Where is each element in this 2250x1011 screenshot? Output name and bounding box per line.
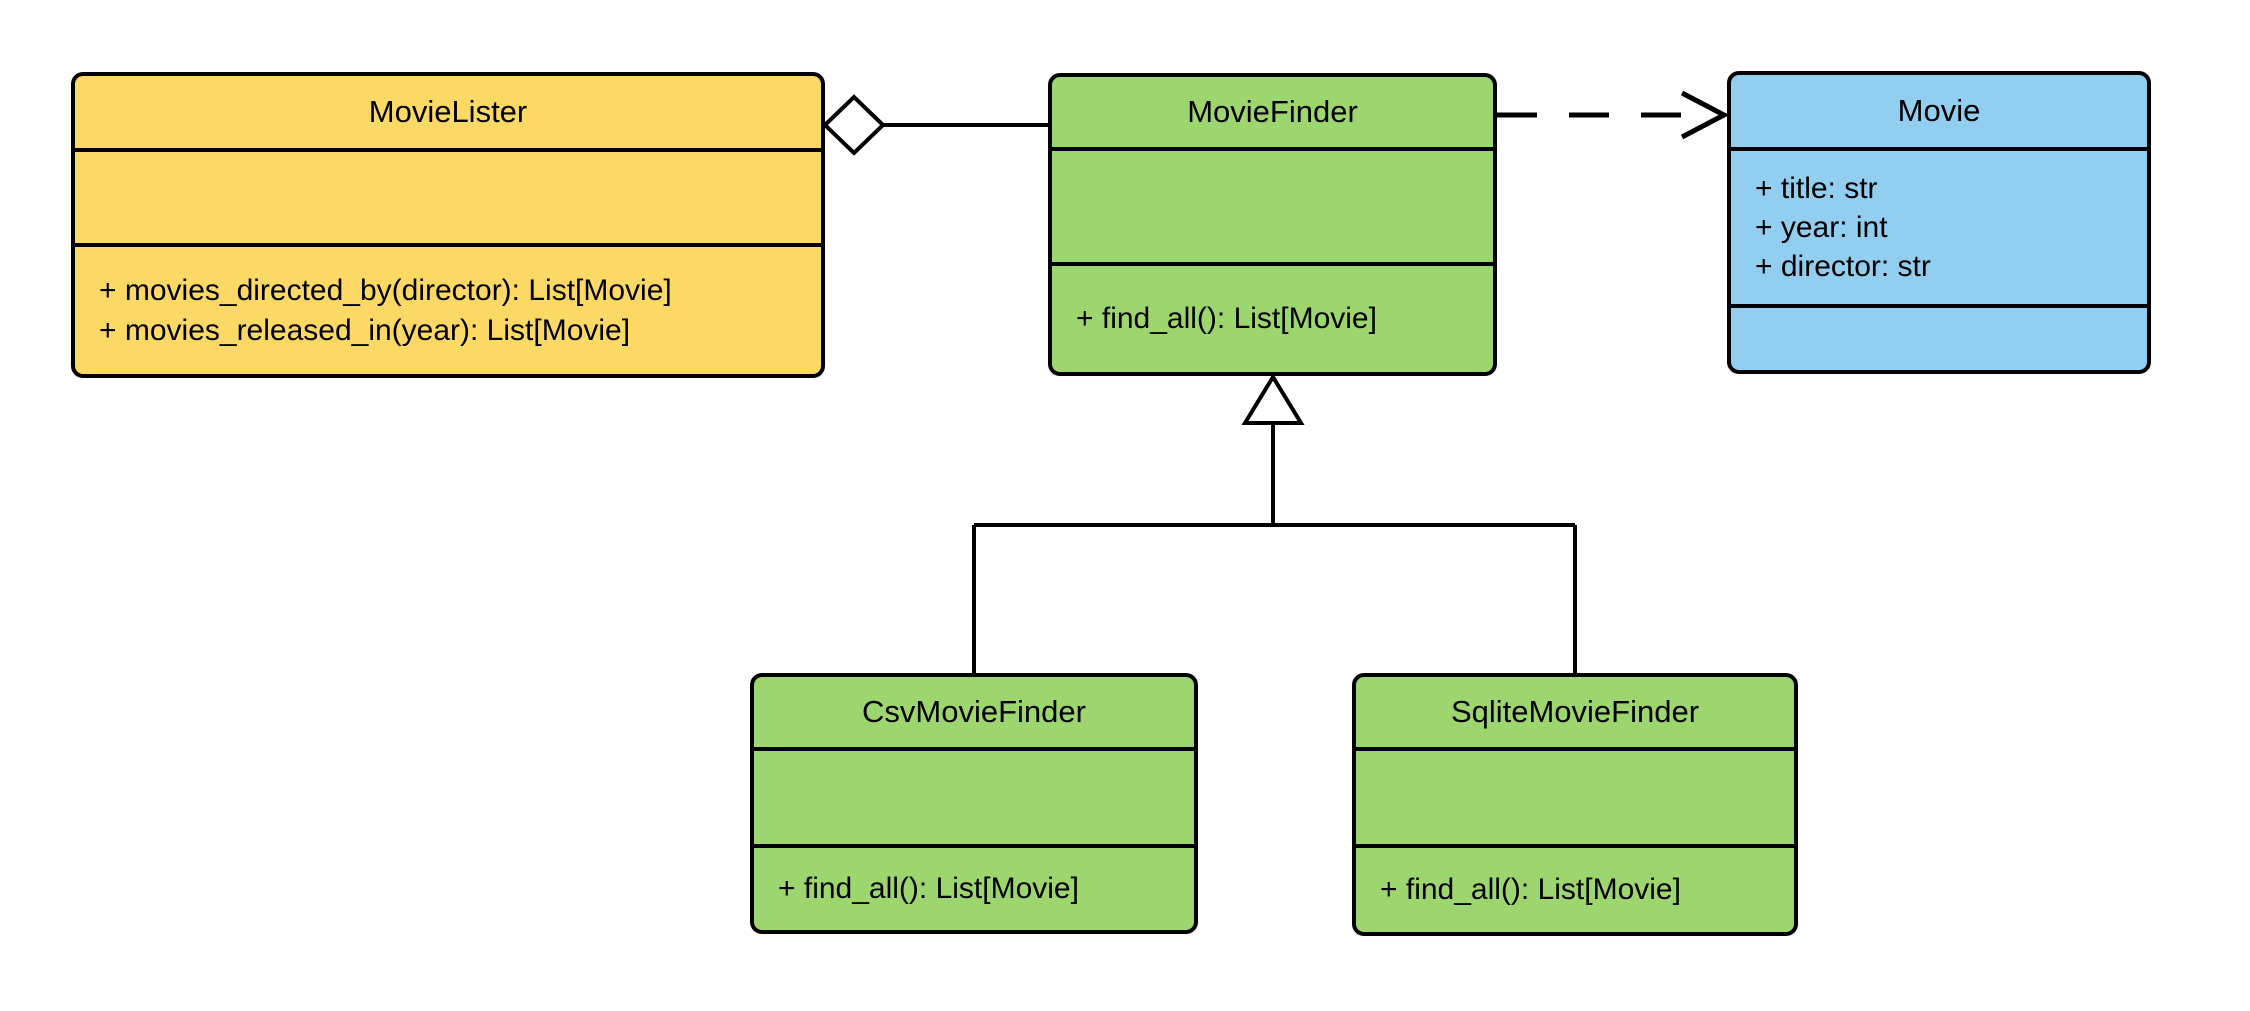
dependency-arrowhead-icon: [1680, 90, 1730, 140]
attributes-compartment-csvmoviefinder: [754, 747, 1194, 844]
methods-compartment-movielister: + movies_directed_by(director): List[Mov…: [75, 243, 821, 374]
class-box-movie: Movie + title: str + year: int + directo…: [1727, 71, 2151, 374]
inheritance-connector: [972, 373, 1577, 673]
method-label: + find_all(): List[Movie]: [778, 872, 1079, 905]
class-box-movielister: MovieLister + movies_directed_by(directo…: [71, 72, 825, 378]
methods-compartment-movie: [1731, 304, 2147, 370]
attributes-compartment-moviefinder: [1052, 147, 1493, 262]
class-box-moviefinder: MovieFinder + find_all(): List[Movie]: [1048, 73, 1497, 376]
attribute-label: + year: int: [1755, 211, 1888, 244]
dependency-connector: [1497, 90, 1730, 140]
class-box-csvmoviefinder: CsvMovieFinder + find_all(): List[Movie]: [750, 673, 1198, 934]
class-title-csvmoviefinder: CsvMovieFinder: [862, 694, 1086, 729]
class-title-moviefinder: MovieFinder: [1187, 94, 1358, 129]
methods-compartment-csvmoviefinder: + find_all(): List[Movie]: [754, 844, 1194, 930]
aggregation-diamond-icon: [822, 94, 886, 156]
attributes-compartment-movie: + title: str + year: int + director: str: [1731, 147, 2147, 304]
method-label: + movies_directed_by(director): List[Mov…: [99, 273, 672, 307]
attribute-label: + title: str: [1755, 172, 1878, 205]
methods-compartment-sqlitemoviefinder: + find_all(): List[Movie]: [1356, 844, 1794, 932]
methods-compartment-moviefinder: + find_all(): List[Movie]: [1052, 262, 1493, 372]
method-label: + find_all(): List[Movie]: [1076, 302, 1377, 335]
class-title-movie: Movie: [1897, 93, 1981, 128]
attributes-compartment-movielister: [75, 148, 821, 243]
class-box-sqlitemoviefinder: SqliteMovieFinder + find_all(): List[Mov…: [1352, 673, 1798, 936]
attributes-compartment-sqlitemoviefinder: [1356, 747, 1794, 844]
class-title-sqlitemoviefinder: SqliteMovieFinder: [1450, 694, 1700, 729]
attribute-label: + director: str: [1755, 250, 1931, 283]
method-label: + movies_released_in(year): List[Movie]: [99, 313, 631, 347]
aggregation-connector: [822, 94, 1048, 156]
class-title-movielister: MovieLister: [368, 94, 528, 129]
inheritance-triangle-icon: [1241, 373, 1305, 425]
method-label: + find_all(): List[Movie]: [1380, 873, 1681, 906]
